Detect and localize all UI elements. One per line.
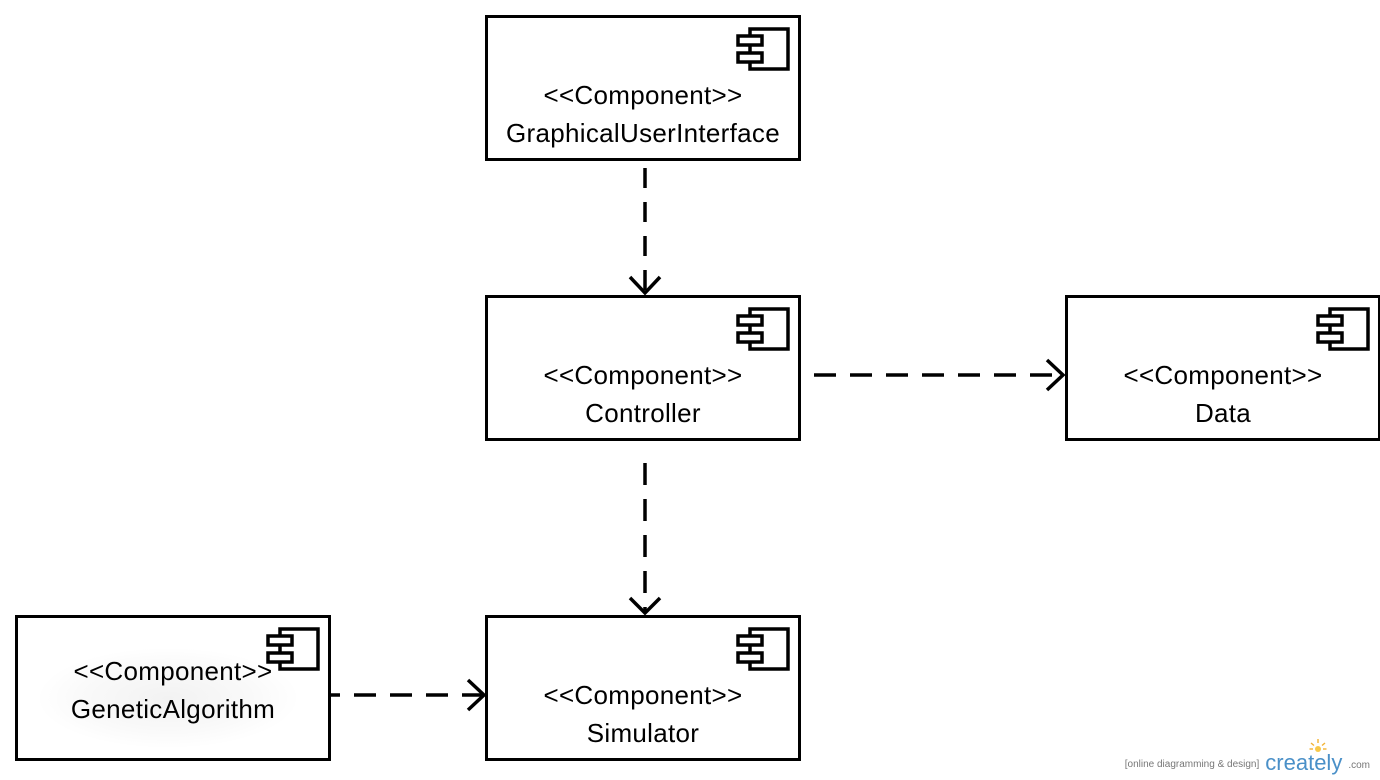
arrowhead-ga-simulator: [466, 678, 487, 712]
component-name: GeneticAlgorithm: [70, 694, 276, 724]
component-stereotype: <<Component>>: [1123, 360, 1323, 390]
component-name: GraphicalUserInterface: [506, 118, 780, 148]
component-stereotype: <<Component>>: [543, 360, 743, 390]
watermark-brand-text: creately: [1265, 750, 1343, 775]
component-name: Simulator: [586, 718, 700, 748]
component-name: Data: [1194, 398, 1252, 428]
component-data[interactable]: <<Component>> Data: [1065, 295, 1380, 441]
component-genetic-algorithm[interactable]: <<Component>> GeneticAlgorithm: [15, 615, 331, 761]
arrowhead-controller-data: [1045, 358, 1066, 392]
selection-glow: [38, 648, 298, 748]
component-stereotype: <<Component>>: [73, 656, 273, 686]
uml-component-icon: [736, 627, 790, 671]
component-stereotype: <<Component>>: [543, 80, 743, 110]
component-stereotype: <<Component>>: [543, 680, 743, 710]
watermark-tagline: [online diagramming & design]: [1124, 759, 1260, 770]
arrowhead-gui-controller: [628, 275, 662, 296]
arrowhead-controller-simulator: [628, 596, 662, 616]
uml-component-icon: [1316, 307, 1370, 351]
watermark-brand: creately: [1265, 739, 1343, 775]
uml-component-icon: [736, 27, 790, 71]
component-name: Controller: [585, 398, 701, 428]
uml-component-icon: [736, 307, 790, 351]
creately-watermark[interactable]: [online diagramming & design] creately .…: [1124, 739, 1370, 775]
component-controller[interactable]: <<Component>> Controller: [485, 295, 801, 441]
component-graphical-user-interface[interactable]: <<Component>> GraphicalUserInterface: [485, 15, 801, 161]
component-simulator[interactable]: <<Component>> Simulator: [485, 615, 801, 761]
watermark-suffix: .com: [1348, 760, 1370, 771]
uml-component-icon: [266, 627, 320, 671]
sun-icon: [1309, 739, 1327, 752]
